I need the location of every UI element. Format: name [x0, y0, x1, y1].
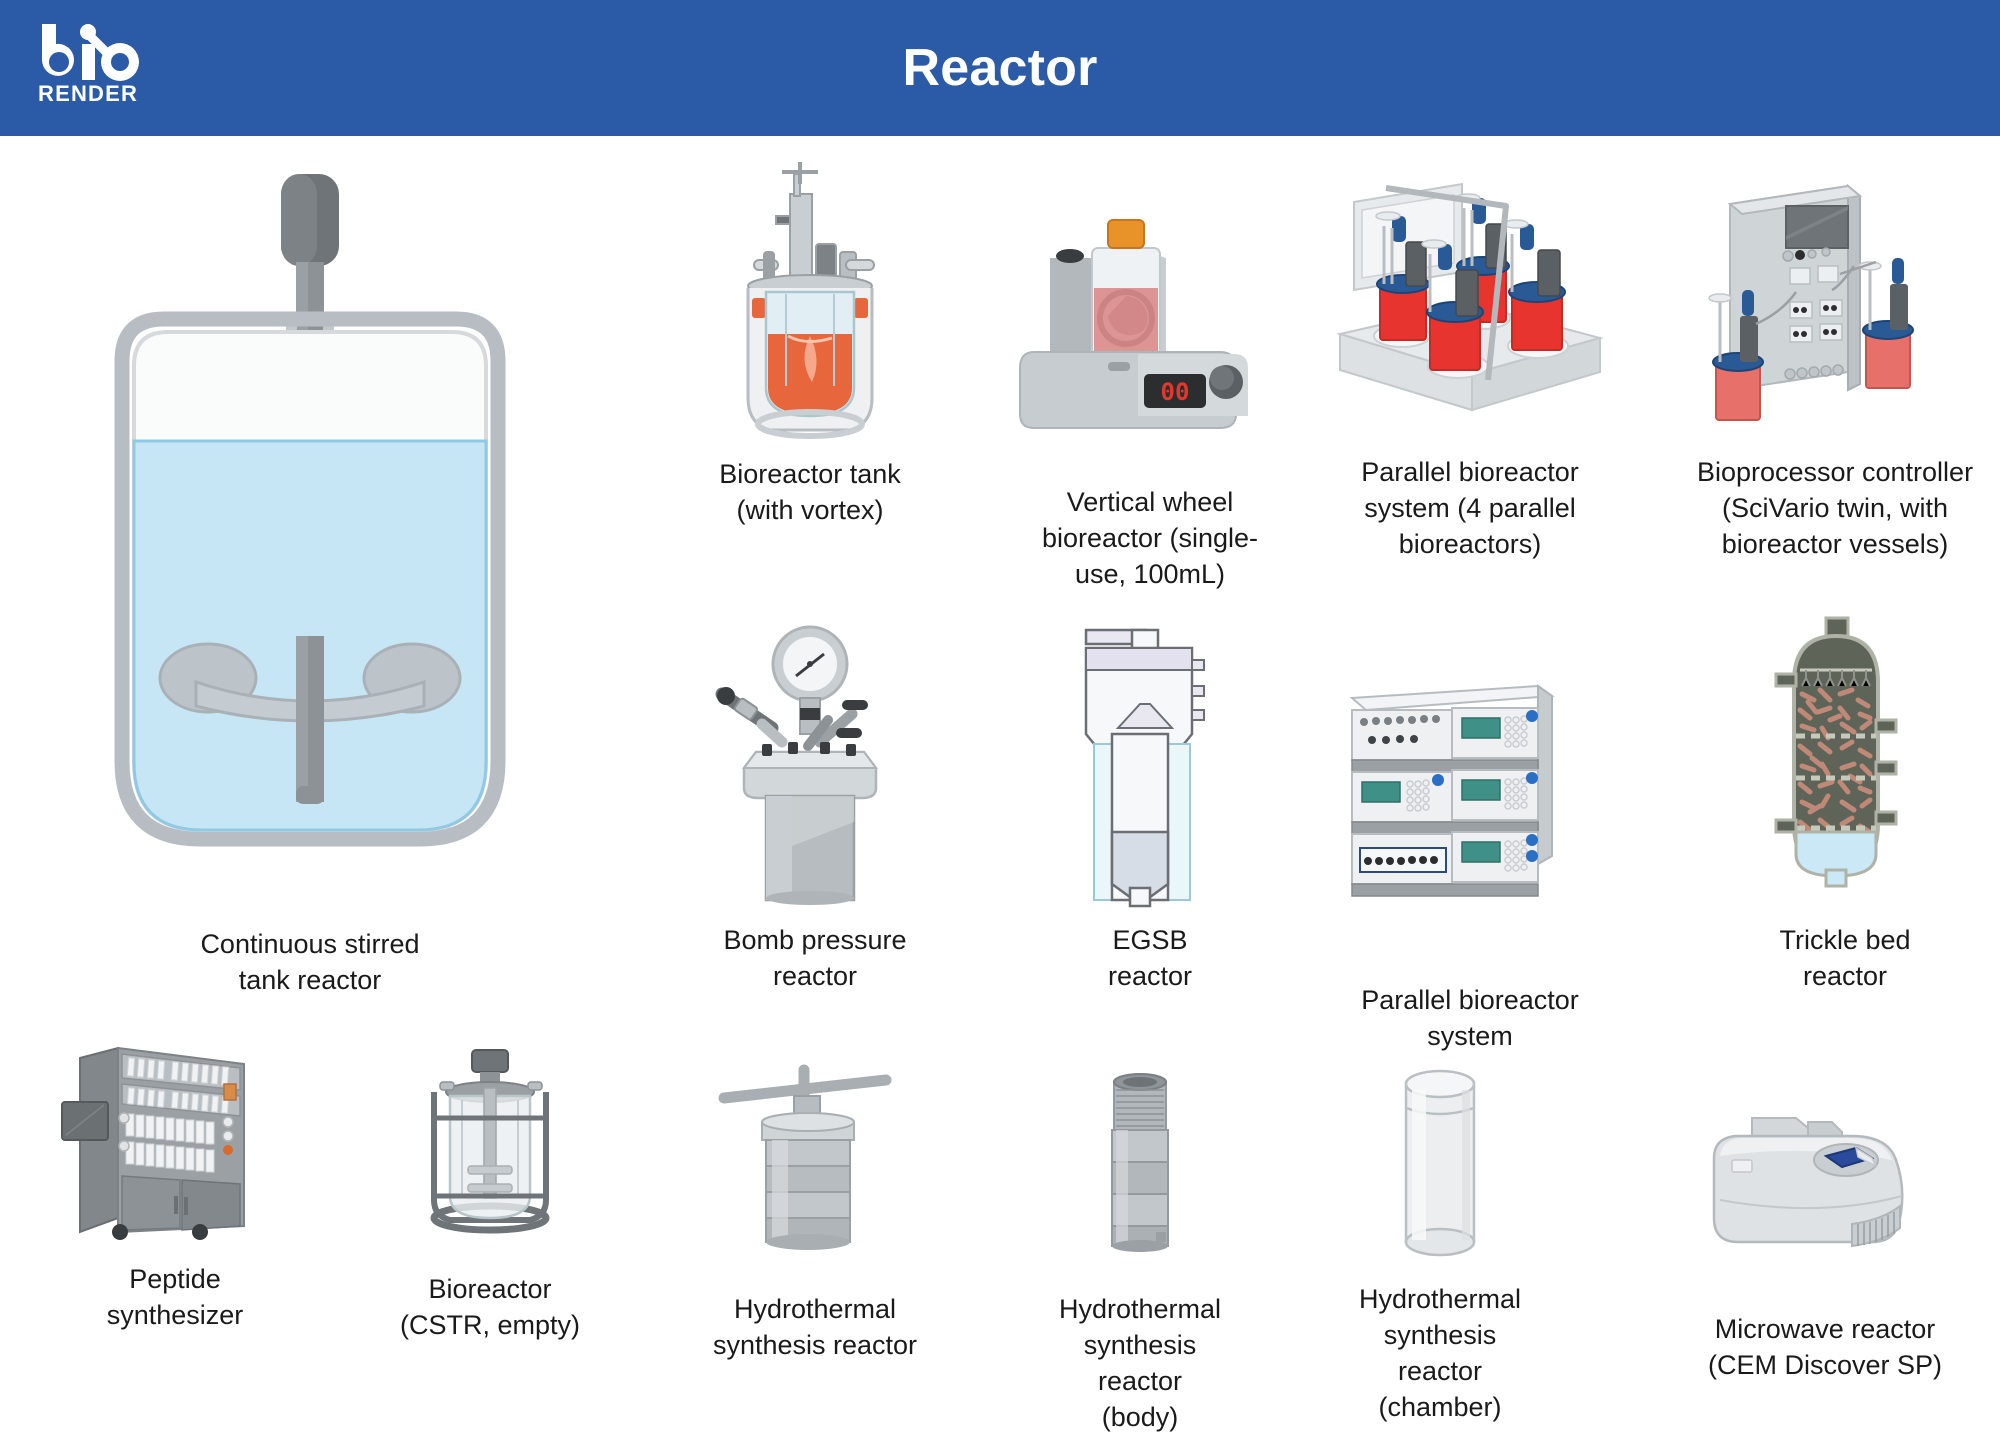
caption-line: Trickle bed — [1779, 925, 1911, 955]
caption-line: synthesizer — [106, 1300, 244, 1330]
caption-egsb-reactor: EGSB reactor — [1050, 922, 1250, 994]
caption-line: system (4 parallel — [1364, 493, 1576, 523]
caption-line: use, 100mL) — [1074, 559, 1226, 589]
figure-hydrothermal-reactor-chamber[interactable]: Hydrothermal synthesis reactor (chamber) — [1340, 1056, 1540, 1422]
figure-bioreactor-cstr-empty[interactable]: Bioreactor (CSTR, empty) — [390, 1046, 590, 1366]
caption-line: reactor — [772, 961, 858, 991]
figure-sheet: Continuous stirred tank reactor — [0, 136, 2000, 1432]
bomb-pressure-reactor-illustration — [715, 625, 878, 905]
caption-line: Peptide — [129, 1264, 221, 1294]
caption-line: (chamber) — [1378, 1392, 1502, 1422]
caption-parallel-bioreactor-system-4: Parallel bioreactor system (4 parallel b… — [1330, 454, 1610, 562]
caption-line: Microwave reactor — [1714, 1314, 1936, 1344]
impeller — [158, 642, 462, 723]
figure-parallel-bioreactor-system-4[interactable]: Parallel bioreactor system (4 parallel b… — [1330, 166, 1610, 586]
caption-line: (CSTR, empty) — [399, 1310, 580, 1340]
caption-line: Parallel bioreactor — [1361, 457, 1579, 487]
caption-line: Bioreactor — [428, 1274, 552, 1304]
vertical-wheel-bioreactor-illustration: 00 — [1019, 219, 1248, 429]
caption-line: Bomb pressure — [723, 925, 907, 955]
caption-line: (SciVario twin, with — [1721, 493, 1949, 523]
caption-line: bioreactors) — [1398, 529, 1542, 559]
caption-line: Bioprocessor controller — [1696, 457, 1974, 487]
trickle-bed-reactor-illustration — [1774, 616, 1898, 888]
caption-line: bioreactor (single- — [1041, 523, 1259, 553]
biorender-wordmark: RENDER — [38, 81, 139, 106]
biorender-logomark — [42, 24, 139, 81]
caption-line: (body) — [1101, 1402, 1179, 1432]
cstr-illustration — [114, 174, 506, 847]
caption-microwave-reactor: Microwave reactor (CEM Discover SP) — [1680, 1311, 1970, 1383]
peptide-synthesizer-illustration — [61, 1046, 245, 1240]
caption-bioreactor-tank-with-vortex: Bioreactor tank (with vortex) — [690, 456, 930, 528]
caption-continuous-stirred-tank-reactor: Continuous stirred tank reactor — [100, 926, 520, 998]
caption-vertical-wheel-bioreactor: Vertical wheel bioreactor (single- use, … — [1020, 484, 1280, 592]
caption-bomb-pressure-reactor: Bomb pressure reactor — [700, 922, 930, 994]
parallel-bioreactor-rack-illustration — [1349, 684, 1555, 897]
caption-line: bioreactor vessels) — [1721, 529, 1949, 559]
caption-bioprocessor-controller: Bioprocessor controller (SciVario twin, … — [1690, 454, 1980, 562]
page-header: RENDER Reactor — [0, 0, 2000, 136]
caption-line: Hydrothermal — [1058, 1294, 1222, 1324]
caption-parallel-bioreactor-system: Parallel bioreactor system — [1330, 982, 1610, 1054]
vertical-wheel-display-value: 00 — [1161, 378, 1190, 406]
biorender-logo: RENDER — [38, 22, 178, 114]
caption-hydrothermal-reactor-chamber: Hydrothermal synthesis reactor (chamber) — [1340, 1281, 1540, 1425]
figure-egsb-reactor[interactable]: EGSB reactor — [1050, 616, 1250, 991]
caption-line: tank reactor — [238, 965, 382, 995]
bioreactor-cstr-empty-illustration — [430, 1049, 550, 1234]
caption-hydrothermal-synthesis-reactor: Hydrothermal synthesis reactor — [700, 1291, 930, 1363]
caption-line: synthesis reactor — [1383, 1320, 1497, 1386]
parallel-bioreactor-4-illustration — [1336, 182, 1604, 412]
figure-microwave-reactor[interactable]: Microwave reactor (CEM Discover SP) — [1680, 1096, 1970, 1396]
page-title: Reactor — [902, 39, 1098, 97]
caption-line: (with vortex) — [736, 495, 884, 525]
egsb-reactor-illustration — [1084, 628, 1205, 908]
caption-line: synthesis reactor — [712, 1330, 918, 1360]
caption-line: Bioreactor tank — [719, 459, 901, 489]
caption-line: reactor — [1107, 961, 1193, 991]
caption-bioreactor-cstr-empty: Bioreactor (CSTR, empty) — [390, 1271, 590, 1343]
caption-peptide-synthesizer: Peptide synthesizer — [60, 1261, 290, 1333]
caption-line: EGSB — [1112, 925, 1188, 955]
caption-line: Hydrothermal — [733, 1294, 897, 1324]
figure-parallel-bioreactor-system[interactable]: Parallel bioreactor system — [1330, 676, 1610, 1051]
microwave-reactor-illustration — [1712, 1117, 1904, 1248]
bioprocessor-controller-illustration — [1708, 183, 1914, 421]
figure-bioreactor-tank-with-vortex[interactable]: Bioreactor tank (with vortex) — [690, 156, 930, 576]
figure-bioprocessor-controller[interactable]: Bioprocessor controller (SciVario twin, … — [1690, 166, 1980, 586]
caption-line: synthesis reactor — [1083, 1330, 1197, 1396]
bioreactor-tank-illustration — [746, 162, 875, 439]
figure-trickle-bed-reactor[interactable]: Trickle bed reactor — [1740, 616, 1950, 991]
hydrothermal-reactor-illustration — [718, 1064, 892, 1250]
caption-line: Continuous stirred — [200, 929, 420, 959]
caption-line: (CEM Discover SP) — [1707, 1350, 1943, 1380]
hydrothermal-reactor-body-illustration — [1111, 1073, 1169, 1252]
figure-bomb-pressure-reactor[interactable]: Bomb pressure reactor — [700, 616, 930, 991]
caption-line: reactor — [1802, 961, 1888, 991]
caption-line: Vertical wheel — [1066, 487, 1234, 517]
figure-hydrothermal-synthesis-reactor[interactable]: Hydrothermal synthesis reactor — [700, 1064, 930, 1386]
caption-trickle-bed-reactor: Trickle bed reactor — [1740, 922, 1950, 994]
figure-peptide-synthesizer[interactable]: Peptide synthesizer — [60, 1036, 290, 1356]
caption-line: system — [1427, 1021, 1513, 1051]
caption-line: Hydrothermal — [1358, 1284, 1522, 1314]
caption-hydrothermal-reactor-body: Hydrothermal synthesis reactor (body) — [1040, 1291, 1240, 1435]
hydrothermal-reactor-chamber-illustration — [1404, 1069, 1476, 1257]
figure-vertical-wheel-bioreactor[interactable]: 00 Vertical wheel bioreactor (single- us… — [1019, 196, 1280, 616]
caption-line: Parallel bioreactor — [1361, 985, 1579, 1015]
figure-continuous-stirred-tank-reactor[interactable]: Continuous stirred tank reactor — [100, 166, 520, 1066]
figure-hydrothermal-reactor-body[interactable]: Hydrothermal synthesis reactor (body) — [1040, 1066, 1240, 1432]
